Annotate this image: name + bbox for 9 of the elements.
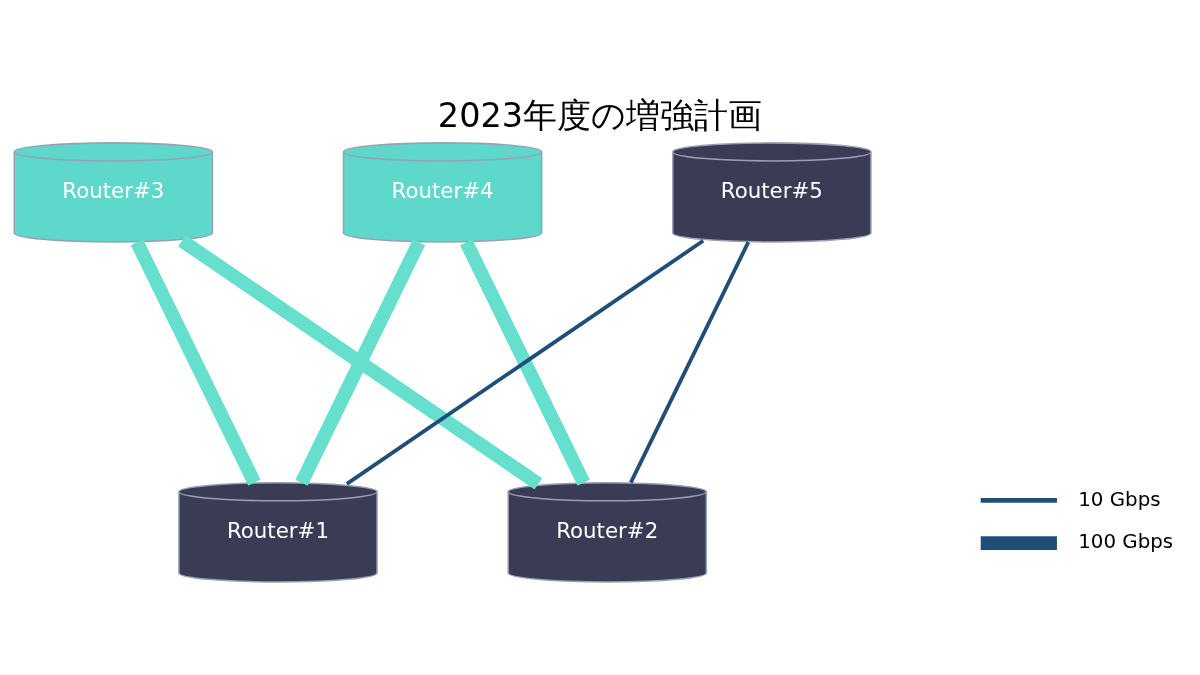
connector — [130, 238, 261, 486]
legend-label: 10 Gbps — [1078, 487, 1161, 511]
connector — [345, 238, 705, 485]
legend-label: 100 Gbps — [1078, 529, 1174, 553]
connector — [629, 240, 750, 483]
connector — [178, 234, 543, 489]
connector — [295, 238, 426, 486]
connector — [460, 238, 590, 486]
diagram-title: 2023年度の増強計画 — [437, 95, 763, 135]
